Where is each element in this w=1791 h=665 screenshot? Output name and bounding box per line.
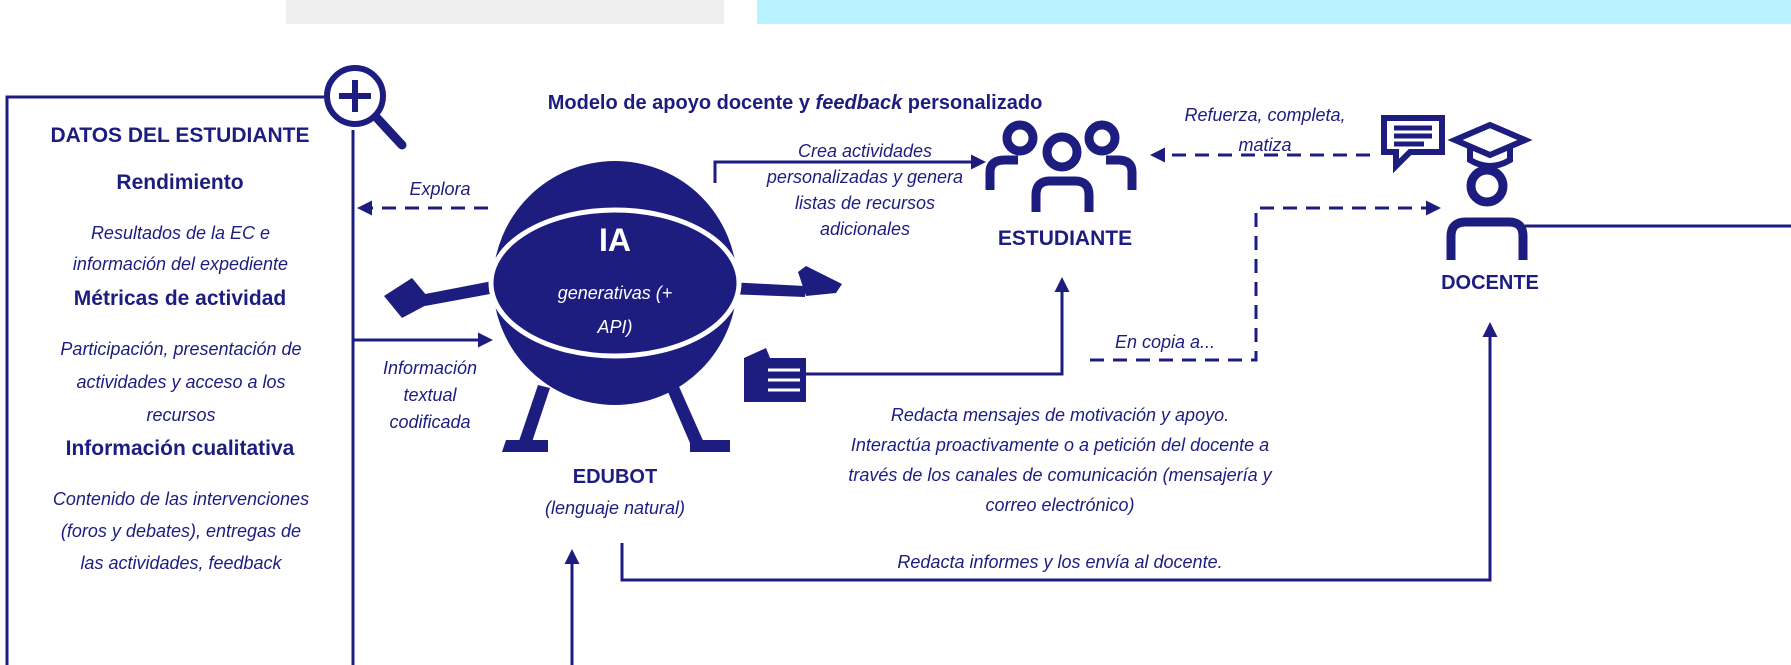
edubot-name: EDUBOT bbox=[572, 466, 658, 488]
student-data-heading: DATOS DEL ESTUDIANTE bbox=[50, 124, 310, 147]
magnifier-plus-icon bbox=[324, 65, 407, 150]
qualitative-title: Información cualitativa bbox=[65, 437, 295, 460]
activity-title: Métricas de actividad bbox=[73, 287, 287, 310]
en-copia-arrow bbox=[1090, 200, 1441, 362]
students-group-icon bbox=[985, 120, 1137, 212]
message-to-student-arrow bbox=[806, 277, 1070, 376]
top-bar-cyan bbox=[757, 0, 1791, 24]
message-hand-icon bbox=[744, 348, 806, 402]
informes-label: Redacta informes y los envía al docente. bbox=[897, 552, 1223, 572]
student-data-box-left bbox=[5, 95, 324, 665]
title-part2: feedback bbox=[815, 92, 903, 114]
diagram-title: Modelo de apoyo docente y feedback perso… bbox=[470, 92, 1120, 115]
performance-text: Resultados de la EC e información del ex… bbox=[72, 223, 289, 274]
teacher-label: DOCENTE bbox=[1441, 272, 1539, 294]
ia-subtitle: generativas (+ API) bbox=[557, 283, 673, 337]
informes-arrow bbox=[620, 322, 1498, 582]
top-bar-grey bbox=[286, 0, 724, 24]
performance-title: Rendimiento bbox=[116, 171, 244, 194]
activity-text: Participación, presentación de actividad… bbox=[60, 339, 302, 425]
ia-title: IA bbox=[599, 222, 631, 258]
mensajes-label: Redacta mensajes de motivación y apoyo. … bbox=[848, 405, 1272, 515]
student-label: ESTUDIANTE bbox=[997, 227, 1133, 250]
title-part1: Modelo de apoyo docente y bbox=[547, 92, 816, 114]
qualitative-text: Contenido de las intervenciones (foros y… bbox=[52, 489, 310, 573]
teacher-icon bbox=[1446, 121, 1533, 260]
crea-actividades-label: Crea actividades personalizadas y genera… bbox=[766, 141, 964, 239]
info-codificada-label: Información textual codificada bbox=[382, 358, 478, 432]
ia-sphere bbox=[488, 161, 742, 405]
explora-label: Explora bbox=[409, 179, 471, 199]
crea-actividades-arrow bbox=[713, 154, 986, 183]
edubot-subtitle: (lenguaje natural) bbox=[544, 498, 686, 518]
refuerza-label: Refuerza, completa, matiza bbox=[1184, 105, 1346, 155]
en-copia-label: En copia a... bbox=[1114, 332, 1216, 352]
title-part3: personalizado bbox=[902, 92, 1043, 114]
chat-message-icon bbox=[1381, 115, 1445, 174]
